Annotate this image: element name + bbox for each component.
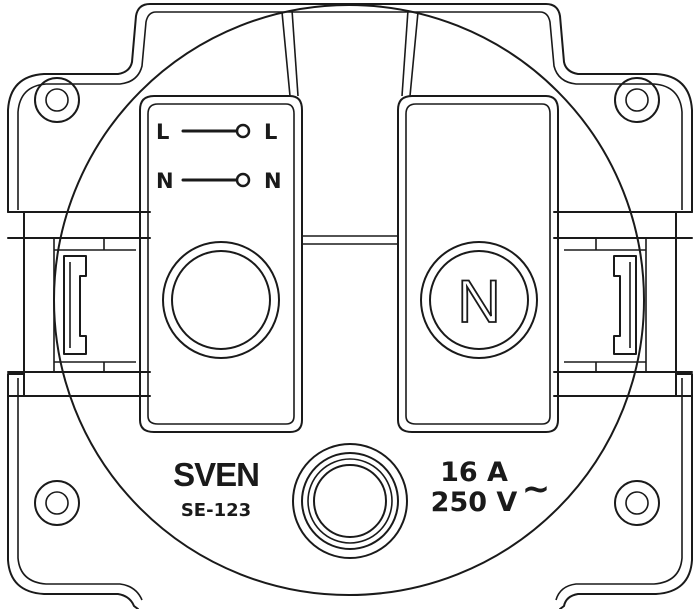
rib <box>281 11 291 97</box>
mounting-hole-top-right <box>614 77 660 123</box>
model-number: SE-123 <box>181 500 251 521</box>
terminal-block-right <box>397 95 559 433</box>
current-rating: 16 A <box>440 457 508 488</box>
rib <box>291 9 299 97</box>
side-clip-left <box>7 211 151 397</box>
mounting-hole-bottom-left <box>34 480 80 526</box>
neutral-label-right: N <box>264 169 282 193</box>
round-body <box>53 4 645 596</box>
voltage-rating: 250 V <box>431 487 518 518</box>
housing-inner-outline <box>17 11 683 601</box>
center-bridge <box>302 235 398 245</box>
pin-socket-neutral <box>420 241 538 359</box>
rib <box>401 9 409 97</box>
rib <box>409 11 419 97</box>
housing-outline <box>7 3 693 609</box>
brand-logo: SVEN <box>173 456 259 493</box>
ac-symbol: ~ <box>522 469 551 509</box>
neutral-socket-mark: N <box>457 268 500 335</box>
line-label-left: L <box>156 120 169 144</box>
bottom-ring <box>292 443 408 559</box>
mounting-hole-top-left <box>34 77 80 123</box>
line-label-right: L <box>264 120 277 144</box>
mounting-hole-bottom-right <box>614 480 660 526</box>
terminal-block-left <box>139 95 303 433</box>
line-switch-l <box>181 123 251 139</box>
side-clip-right <box>553 211 693 397</box>
neutral-switch-n <box>181 172 251 188</box>
pin-socket-left <box>162 241 280 359</box>
neutral-label-left: N <box>156 169 174 193</box>
